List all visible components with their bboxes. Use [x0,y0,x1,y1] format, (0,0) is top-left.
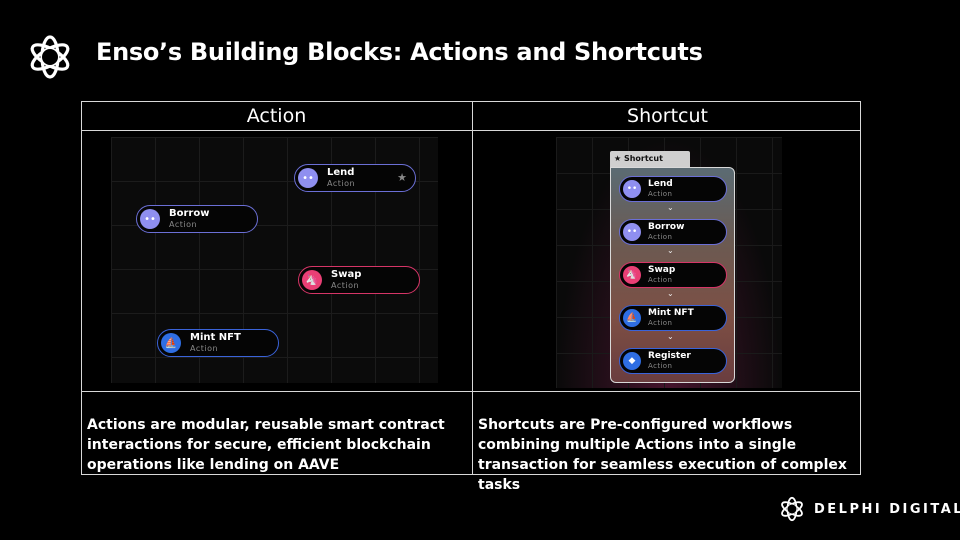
pill-subtitle: Action [169,220,198,229]
action-pill-swap: 🦄 Swap Action [298,266,420,294]
item-name: Lend [648,179,673,189]
chevron-down-icon: ⌄ [667,203,674,212]
brand-name: DELPHI DIGITAL [814,501,960,517]
action-pill-mint-nft: ⛵ Mint NFT Action [157,329,279,357]
uniswap-icon: 🦄 [302,270,322,290]
item-subtitle: Action [648,362,673,370]
item-name: Register [648,351,691,361]
uniswap-icon: 🦄 [623,266,641,284]
pill-name: Swap [331,269,362,280]
shortcut-tab: ★ Shortcut [610,151,690,167]
item-subtitle: Action [648,319,673,327]
pill-name: Mint NFT [190,332,241,343]
shortcut-item-swap: 🦄 Swap Action [619,262,727,288]
description-divider [82,391,860,392]
chevron-down-icon: ⌄ [667,332,674,341]
shortcut-item-mint-nft: ⛵ Mint NFT Action [619,305,727,331]
pill-subtitle: Action [190,344,219,353]
column-header-shortcut: Shortcut [627,105,708,127]
item-subtitle: Action [648,233,673,241]
shortcut-description: Shortcuts are Pre-configured workflows c… [478,417,847,493]
delphi-digital-brand: DELPHI DIGITAL [778,495,960,523]
shortcut-item-borrow: •• Borrow Action [619,219,727,245]
pill-name: Borrow [169,208,210,219]
action-pill-lend: •• Lend Action ★ [294,164,416,192]
aave-ghost-icon: •• [623,180,641,198]
column-header-action: Action [246,105,307,127]
opensea-icon: ⛵ [161,333,181,353]
shortcut-container: •• Lend Action ⌄ •• Borrow Action ⌄ 🦄 Sw… [610,167,735,383]
item-subtitle: Action [648,190,673,198]
ens-icon: ◆ [623,352,641,370]
aave-ghost-icon: •• [298,168,318,188]
chevron-down-icon: ⌄ [667,246,674,255]
shortcut-item-lend: •• Lend Action [619,176,727,202]
comparison-table: Action Shortcut Actions are modular, reu… [81,101,861,493]
table-divider [472,102,473,474]
item-subtitle: Action [648,276,673,284]
delphi-logo-icon [781,496,803,522]
pill-subtitle: Action [331,281,360,290]
page-title: Enso’s Building Blocks: Actions and Shor… [96,38,703,66]
item-name: Mint NFT [648,308,694,318]
shortcut-illustration: ★ Shortcut •• Lend Action ⌄ •• Borrow Ac… [556,137,782,388]
shortcut-item-register: ◆ Register Action [619,348,727,374]
chevron-down-icon: ⌄ [667,289,674,298]
item-name: Borrow [648,222,685,232]
header-divider [82,130,860,131]
aave-ghost-icon: •• [623,223,641,241]
action-description: Actions are modular, reusable smart cont… [87,417,445,473]
opensea-icon: ⛵ [623,309,641,327]
pill-subtitle: Action [327,179,356,188]
pill-name: Lend [327,167,355,178]
action-illustration: •• Lend Action ★ •• Borrow Action 🦄 Swap… [111,137,438,383]
item-name: Swap [648,265,676,275]
star-icon: ★ [397,171,407,184]
aave-ghost-icon: •• [140,209,160,229]
action-pill-borrow: •• Borrow Action [136,205,258,233]
enso-logo-icon [30,35,70,79]
